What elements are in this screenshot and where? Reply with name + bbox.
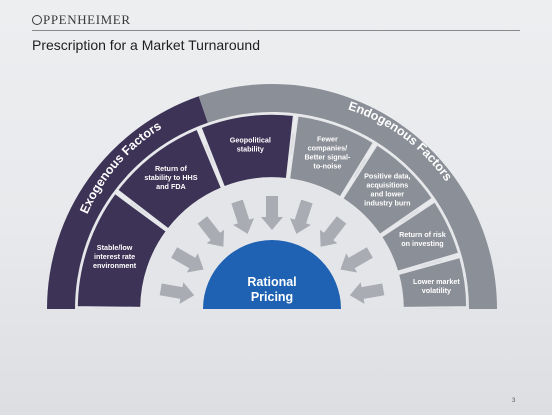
rational-pricing-center xyxy=(203,240,341,309)
slide-title: Prescription for a Market Turnaround xyxy=(32,37,260,53)
exogenous-band xyxy=(47,96,208,309)
page-number: 3 xyxy=(512,398,516,404)
endogenous-band xyxy=(198,84,497,309)
inward-arrow-2 xyxy=(171,247,204,273)
oppenheimer-logo: PPENHEIMER xyxy=(32,12,131,28)
inward-arrow-1 xyxy=(159,282,195,304)
inward-arrow-7 xyxy=(319,216,347,247)
header-divider xyxy=(32,30,520,31)
logo-text: PPENHEIMER xyxy=(43,12,131,27)
logo-o-mark xyxy=(32,15,42,25)
inward-arrow-8 xyxy=(340,247,373,273)
inward-arrow-3 xyxy=(197,216,225,247)
arrow-ring xyxy=(141,178,403,309)
inward-arrow-6 xyxy=(289,199,313,234)
inward-arrow-9 xyxy=(349,282,385,304)
inward-arrow-4 xyxy=(231,199,255,234)
inward-arrow-5 xyxy=(261,196,283,230)
